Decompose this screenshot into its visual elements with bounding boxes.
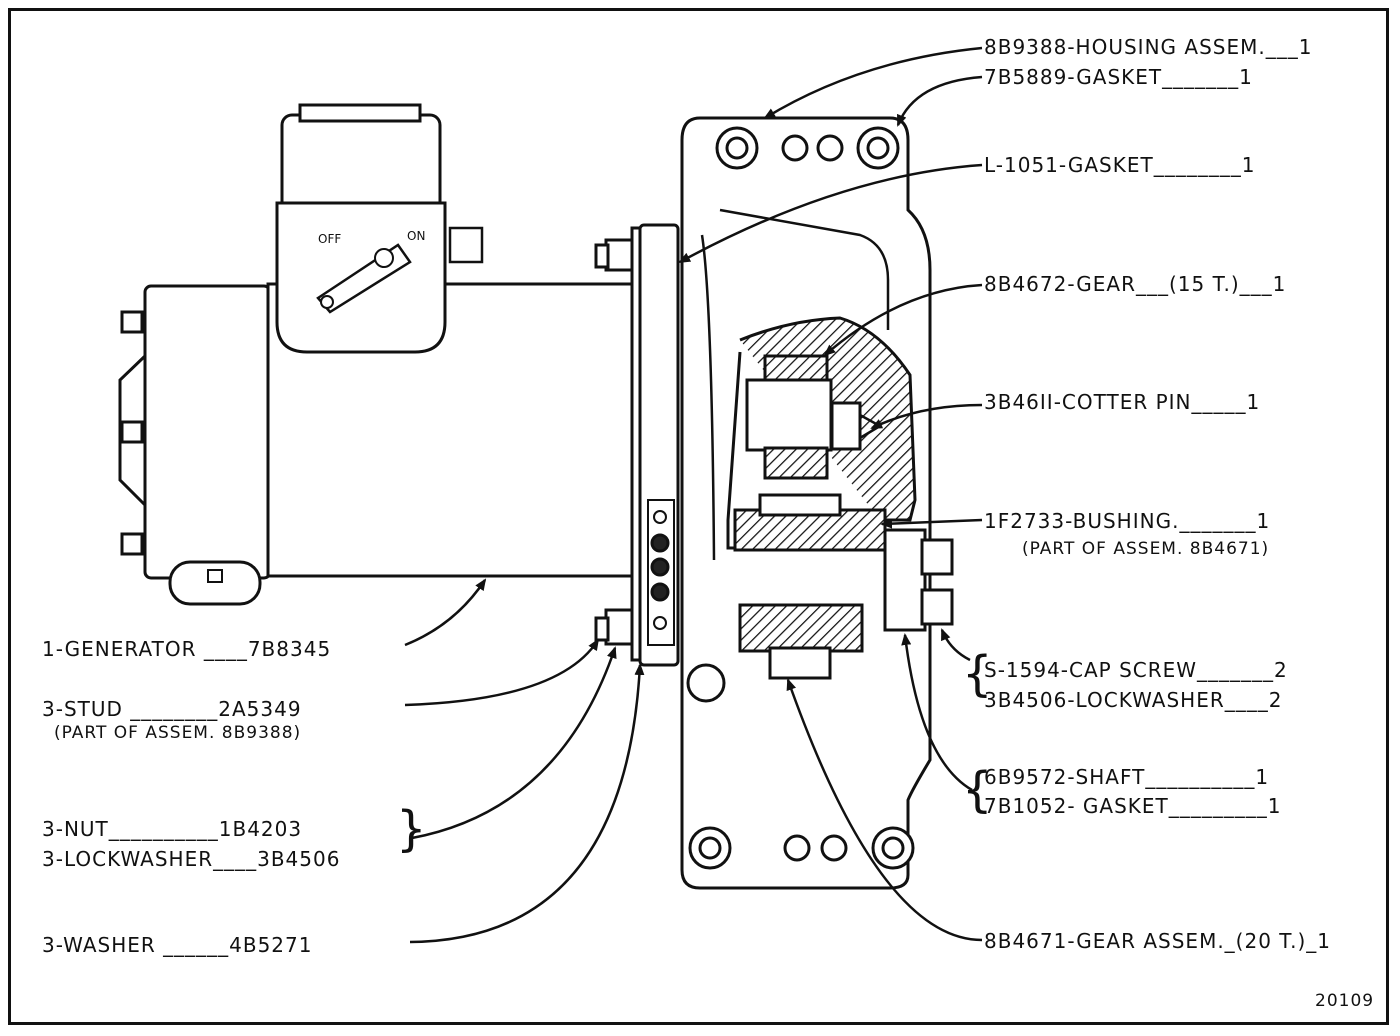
drawing-border bbox=[8, 8, 1389, 1025]
bracket-nut-lockwasher: } bbox=[396, 801, 427, 857]
stud-nuts bbox=[594, 238, 634, 646]
leader-nut-lockwasher bbox=[411, 646, 617, 840]
bracket-cap-screw: { bbox=[962, 646, 993, 702]
callout-cotter-pin: 3B46II-COTTER PIN_____1 bbox=[984, 390, 1261, 414]
gear-upper bbox=[745, 354, 883, 480]
callout-shaft: 6B9572-SHAFT__________1 bbox=[984, 765, 1270, 789]
callout-gasket-7b5889: 7B5889-GASKET_______1 bbox=[984, 65, 1253, 89]
callout-bushing: 1F2733-BUSHING._______1 bbox=[984, 509, 1271, 533]
leader-generator bbox=[404, 578, 487, 647]
leader-bushing bbox=[880, 518, 983, 529]
adapter-flange bbox=[594, 223, 680, 667]
leader-washer bbox=[409, 663, 645, 944]
leader-stud bbox=[404, 638, 600, 707]
leader-lines bbox=[404, 46, 983, 944]
switch-on-label: ON bbox=[407, 229, 425, 243]
generator-end-nuts bbox=[120, 310, 144, 556]
leader-gasket-l1051 bbox=[678, 163, 983, 264]
callout-stud-note: (PART OF ASSEM. 8B9388) bbox=[54, 723, 302, 743]
callout-gear-8b4672: 8B4672-GEAR___(15 T.)___1 bbox=[984, 272, 1287, 296]
leader-shaft bbox=[901, 633, 973, 792]
figure-number: 20109 bbox=[1315, 991, 1375, 1011]
gear-lower-assembly bbox=[733, 493, 954, 680]
leader-gear-8b4672 bbox=[823, 283, 983, 357]
callout-generator: 1-GENERATOR ____7B8345 bbox=[42, 637, 332, 661]
callout-bushing-note: (PART OF ASSEM. 8B4671) bbox=[1022, 539, 1270, 559]
leader-cotter-pin bbox=[870, 403, 983, 430]
callout-lockwasher-left: 3-LOCKWASHER____3B4506 bbox=[42, 847, 341, 871]
callout-nut: 3-NUT__________1B4203 bbox=[42, 817, 303, 841]
callout-lockwasher-right: 3B4506-LOCKWASHER____2 bbox=[984, 688, 1283, 712]
callout-housing: 8B9388-HOUSING ASSEM.___1 bbox=[984, 35, 1313, 59]
callout-cap-screw: S-1594-CAP SCREW_______2 bbox=[984, 658, 1288, 682]
housing-holes bbox=[686, 126, 915, 870]
leader-housing bbox=[763, 46, 983, 120]
callout-washer: 3-WASHER ______4B5271 bbox=[42, 933, 313, 957]
leader-gasket-7b5889 bbox=[896, 75, 983, 127]
callout-gasket-l1051: L-1051-GASKET________1 bbox=[984, 153, 1256, 177]
switch-off-label: OFF bbox=[318, 232, 341, 246]
switch-box: OFF ON bbox=[275, 103, 484, 354]
callout-gasket-7b1052: 7B1052- GASKET_________1 bbox=[984, 794, 1282, 818]
bracket-shaft: { bbox=[962, 762, 993, 818]
callout-stud: 3-STUD ________2A5349 bbox=[42, 697, 302, 721]
leader-cap-screw bbox=[940, 628, 971, 662]
callout-gear-assem: 8B4671-GEAR ASSEM._(20 T.)_1 bbox=[984, 929, 1332, 953]
leader-gear-assem bbox=[786, 678, 983, 942]
